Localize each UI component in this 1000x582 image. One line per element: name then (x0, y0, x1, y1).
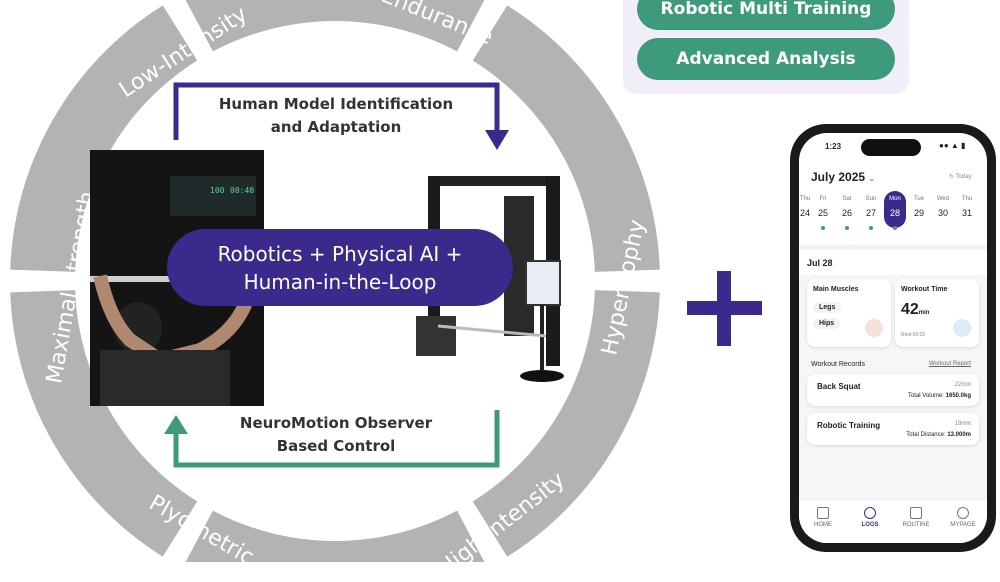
day-24[interactable]: Thu 24 (799, 190, 815, 218)
record-name: Back Squat (817, 382, 861, 391)
muscle-chip: Hips (813, 318, 841, 329)
day-date: 27 (865, 208, 876, 218)
photo-display-time: 00:40 (230, 186, 254, 195)
bottom-arrow-caption: NeuroMotion Observer Based Control (239, 414, 433, 455)
day-date: 30 (937, 208, 948, 218)
nav-routine[interactable]: ROUTINE (898, 507, 934, 528)
bottom-arrow-head (164, 415, 188, 434)
selected-day-highlight (884, 191, 906, 228)
day-date: 25 (817, 208, 828, 218)
chevron-down-icon: ⌄ (868, 174, 876, 183)
status-time: 1:23 (825, 142, 842, 151)
nav-logs[interactable]: LOGS (852, 507, 888, 528)
record-card-robotic-training[interactable]: Robotic Training 19min Total Distance: 1… (807, 413, 979, 445)
selected-date: Jul 28 (807, 258, 833, 268)
day-28[interactable]: Mon 28 (884, 190, 906, 230)
top-arrow-head (485, 130, 509, 150)
center-concept-pill: Robotics + Physical AI + Human-in-the-Lo… (167, 229, 513, 306)
today-button[interactable]: ↻ Today (949, 174, 972, 180)
muscle-chip: Legs (813, 302, 842, 313)
day-date: 28 (889, 208, 900, 218)
day-of-week: Thu (799, 196, 811, 202)
bottom-nav (799, 499, 987, 543)
workout-time-title: Workout Time (901, 286, 948, 293)
day-date: 24 (799, 208, 810, 218)
day-30[interactable]: Wed 30 (933, 190, 953, 218)
ring-segment (10, 5, 198, 272)
day-date: 31 (961, 208, 972, 218)
rest-time: Rest 00:02 (901, 332, 926, 338)
nav-home[interactable]: HOME (805, 507, 841, 528)
plus-icon-vertical (717, 271, 731, 346)
workout-dot (821, 226, 825, 230)
home-icon (817, 507, 829, 519)
month-selector[interactable]: July 2025 ⌄ (811, 170, 876, 184)
record-card-back-squat[interactable]: Back Squat 22min Total Volume: 1650.0kg (807, 374, 979, 406)
record-name: Robotic Training (817, 421, 881, 430)
record-total: Total Distance: 13.000m (906, 432, 971, 438)
day-of-week: Wed (936, 196, 950, 202)
ring-segment (185, 510, 485, 562)
day-of-week: Thu (961, 196, 973, 202)
day-of-week: Fri (819, 196, 827, 202)
main-muscles-card[interactable]: Main Muscles Legs Hips (807, 279, 891, 347)
timer-icon (864, 507, 876, 519)
record-duration: 22min (954, 382, 971, 388)
workout-dot (893, 226, 897, 230)
main-muscles-title: Main Muscles (813, 286, 859, 293)
day-31[interactable]: Thu 31 (957, 190, 977, 218)
top-arrow-caption: Human Model Identification and Adaptatio… (218, 95, 454, 136)
divider (799, 245, 987, 250)
person-icon (957, 507, 969, 519)
calendar-icon (910, 507, 922, 519)
workout-dot (869, 226, 873, 230)
refresh-icon: ↻ (949, 174, 955, 180)
top-arrow (173, 82, 500, 140)
day-of-week: Sat (842, 196, 852, 202)
day-of-week: Sun (865, 196, 877, 202)
day-of-week: Tue (913, 196, 925, 202)
photo-display-reps: 100 (210, 186, 225, 195)
workout-dot (845, 226, 849, 230)
dynamic-island (861, 139, 921, 156)
day-of-week: Mon (889, 196, 901, 202)
tag-robotic-multi-training: Robotic Multi Training (637, 0, 895, 30)
ring-segment (472, 290, 660, 557)
nav-mypage[interactable]: MYPAGE (945, 507, 981, 528)
day-date: 26 (841, 208, 852, 218)
stopwatch-icon (953, 319, 971, 337)
bottom-arrow (173, 410, 500, 468)
record-total: Total Volume: 1650.0kg (907, 393, 971, 399)
day-date: 29 (913, 208, 924, 218)
records-title: Workout Records (811, 361, 865, 368)
day-27[interactable]: Sun 27 (861, 190, 881, 230)
ring-segment (472, 5, 660, 272)
tag-advanced-analysis: Advanced Analysis (637, 38, 895, 80)
workout-time-card[interactable]: Workout Time 42min Rest 00:02 (895, 279, 979, 347)
day-26[interactable]: Sat 26 (837, 190, 857, 230)
day-25[interactable]: Fri 25 (813, 190, 833, 230)
record-duration: 19min (954, 421, 971, 427)
workout-report-link[interactable]: Workout Report (929, 361, 971, 367)
training-cycle-ring (10, 0, 660, 562)
ring-segment (185, 0, 485, 52)
ring-segment (10, 290, 198, 557)
workout-time-value: 42min (901, 301, 930, 318)
muscle-icon (865, 319, 883, 337)
day-29[interactable]: Tue 29 (909, 190, 929, 218)
status-icons: ●● ▲ ▮ (939, 141, 966, 150)
